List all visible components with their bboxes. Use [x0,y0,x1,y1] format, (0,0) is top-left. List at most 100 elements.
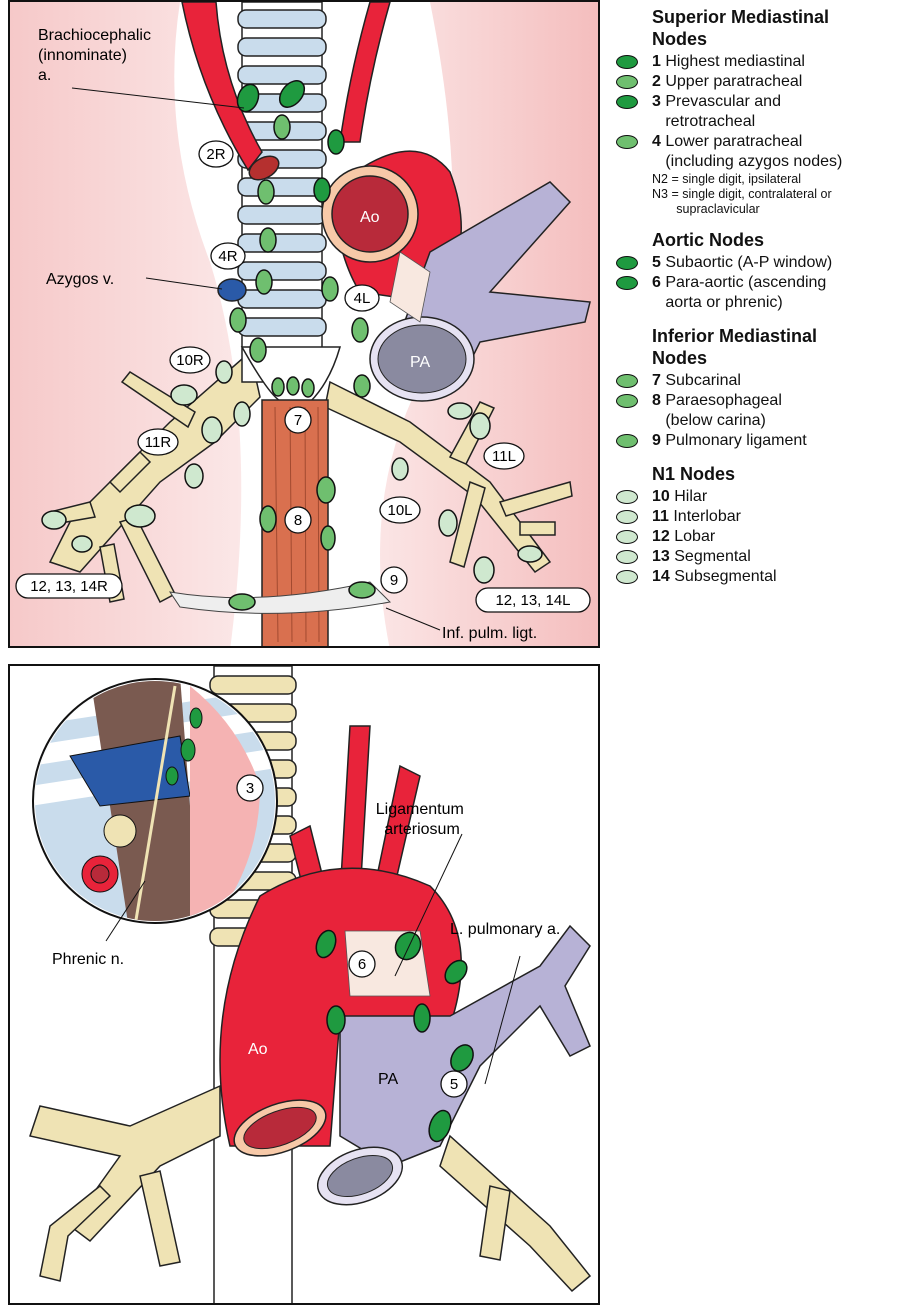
tag-2R: 2R [206,146,225,163]
node-swatch-icon [616,55,638,69]
node-12r3 [72,536,92,552]
legend-station-number: 3 [652,93,665,110]
legend-station-text: Subcarinal [665,372,741,389]
tag-11L: 11L [492,448,516,465]
node-9a [349,582,375,598]
tag-4R: 4R [218,248,237,265]
node-swatch-icon [616,530,638,544]
tag-3: 3 [246,780,254,797]
node-10l [448,403,472,419]
pa-label-bottom: PA [378,1071,398,1088]
node-2r [274,115,290,139]
legend-station-number: 6 [652,274,665,291]
node-10r2 [216,361,232,383]
legend-note: N3 = single digit, contralateral or supr… [612,187,900,217]
node-4l [322,277,338,301]
legend-item-station-14: 14 Subsegmental [612,567,900,587]
node-2r2 [258,180,274,204]
node-11r [234,402,250,426]
node-7a [272,378,284,396]
azygos-vein [218,279,246,301]
pa-label: PA [410,354,430,371]
legend-station-text: Segmental [674,548,751,565]
tag-9: 9 [390,572,398,589]
legend-group-title: N1 Nodes [652,463,900,485]
legend-station-number: 5 [652,254,665,271]
legend-station-number: 8 [652,392,665,409]
tag-6: 6 [358,956,366,973]
legend-station-number: 4 [652,133,665,150]
legend-station-number: 9 [652,432,665,449]
node-swatch-icon [616,95,638,109]
mediastinal-map-top-panel: Ao PA [8,0,600,648]
node-4r [260,228,276,252]
node-12r [125,505,155,527]
tag-10R: 10R [176,352,204,369]
aorta-label-bottom: Ao [248,1041,268,1058]
node-swatch-icon [616,135,638,149]
node-12l [518,546,542,562]
node-swatch-icon [616,256,638,270]
node-7d [354,375,370,397]
node-9b [229,594,255,610]
legend-station-number: 2 [652,73,665,90]
node-10r [171,385,197,405]
tag-5: 5 [450,1076,458,1093]
legend-station-text: Pulmonary ligament [665,432,806,449]
legend-station-text: Upper paratracheal [665,73,802,90]
node-swatch-icon [616,570,638,584]
node-2l [328,130,344,154]
node-11l [470,413,490,439]
node-4l2 [352,318,368,342]
legend-item-station-2: 2 Upper paratracheal [612,72,900,92]
legend-item-station-3: 3 Prevascular and retrotracheal [612,92,900,132]
legend-station-text: Hilar [674,488,707,505]
tag-7: 7 [294,412,302,429]
legend-station-text: Lower paratracheal (including azygos nod… [652,133,842,170]
bottom-diagram-svg: Ao PA [10,666,600,1305]
node-swatch-icon [616,434,638,448]
node-swatch-icon [616,374,638,388]
legend-item-station-11: 11 Interlobar [612,507,900,527]
legend-station-text: Prevascular and retrotracheal [652,93,781,130]
node-2l2 [314,178,330,202]
mediastinal-map-bottom-panel: Ao PA [8,664,600,1305]
node-4r3 [230,308,246,332]
node-6d [327,1006,345,1034]
node-6e [414,1004,430,1032]
aorta-label: Ao [360,209,380,226]
legend-item-station-5: 5 Subaortic (A-P window) [612,253,900,273]
legend-item-station-10: 10 Hilar [612,487,900,507]
legend-station-text: Highest mediastinal [665,53,805,70]
l-pulmonary-a-label: L. pulmonary a. [450,921,560,938]
node-swatch-icon [616,510,638,524]
node-11l2 [392,458,408,480]
legend-station-text: Subsegmental [674,568,776,585]
legend-station-number: 7 [652,372,665,389]
legend-item-station-4: 4 Lower paratracheal (including azygos n… [612,132,900,172]
tag-4L: 4L [354,290,371,307]
node-swatch-icon [616,490,638,504]
node-4r4 [250,338,266,362]
node-swatch-icon [616,550,638,564]
node-11r3 [185,464,203,488]
legend-station-number: 11 [652,508,673,525]
node-8b [260,506,276,532]
legend-station-number: 1 [652,53,665,70]
legend-item-station-12: 12 Lobar [612,527,900,547]
legend-group-title: Aortic Nodes [652,229,900,251]
legend-station-number: 14 [652,568,674,585]
node-8a [317,477,335,503]
legend-station-text: Lobar [674,528,715,545]
legend-station-number: 10 [652,488,674,505]
right-pleura [10,2,241,648]
legend-item-station-13: 13 Segmental [612,547,900,567]
node-8c [321,526,335,550]
legend-station-text: Paraesophageal (below carina) [652,392,782,429]
node-7c [302,379,314,397]
legend-item-station-6: 6 Para-aortic (ascending aorta or phreni… [612,273,900,313]
node-11l3 [439,510,457,536]
inf-pulm-ligt-label: Inf. pulm. ligt. [442,625,537,642]
node-12l2 [474,557,494,583]
